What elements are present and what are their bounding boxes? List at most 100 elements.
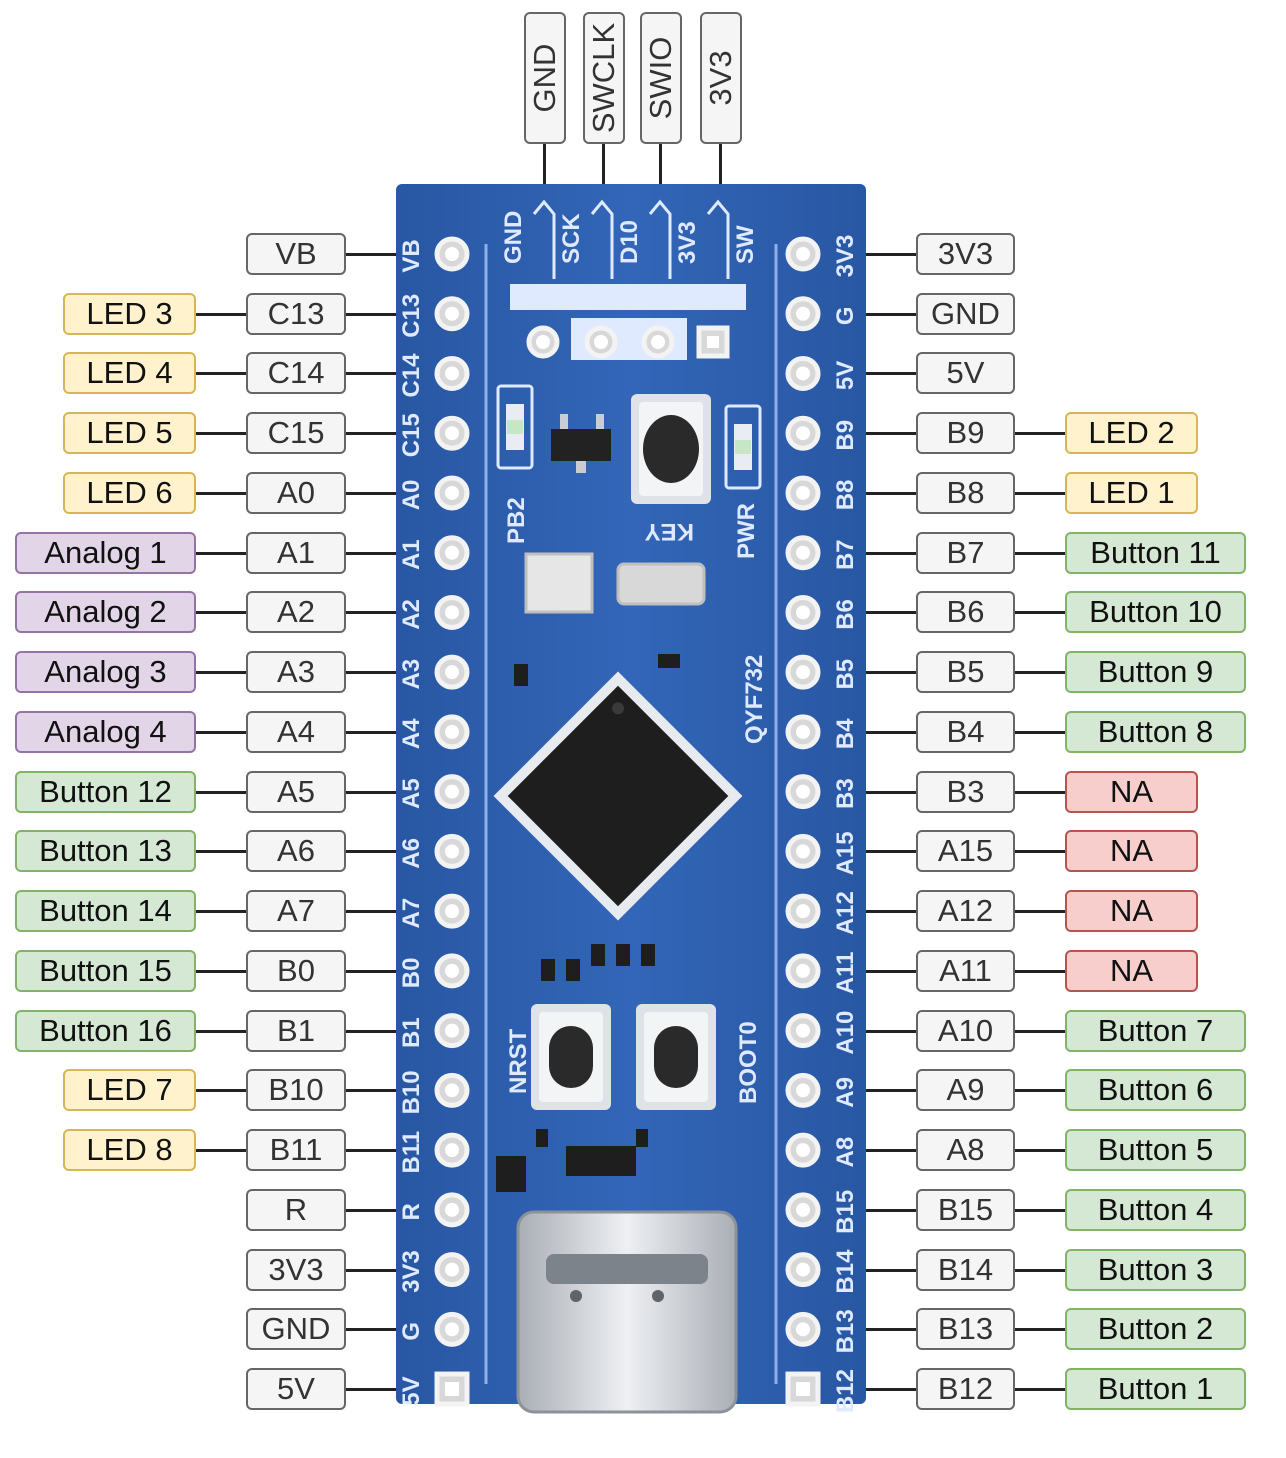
silk-d10: D10 bbox=[616, 220, 643, 264]
pin-connector-line bbox=[346, 492, 396, 495]
pin-connector-line bbox=[196, 731, 246, 734]
left-function-button-16: Button 16 bbox=[15, 1010, 196, 1052]
pin-connector-line bbox=[196, 492, 246, 495]
pin-silk-label: A12 bbox=[832, 891, 859, 935]
header-connector bbox=[719, 144, 722, 184]
pin-silk-label: 5V bbox=[832, 361, 859, 390]
right-function-na: NA bbox=[1065, 830, 1198, 872]
silk-gnd: GND bbox=[500, 211, 527, 264]
right-pin-label-b12: B12 bbox=[916, 1368, 1015, 1410]
left-function-led-8: LED 8 bbox=[63, 1129, 196, 1171]
left-function-led-3: LED 3 bbox=[63, 293, 196, 335]
pin-silk-label: B8 bbox=[832, 480, 859, 511]
pin-connector-line bbox=[866, 1030, 916, 1033]
pin-hole bbox=[437, 956, 467, 986]
pin-hole bbox=[437, 358, 467, 388]
pin-connector-line bbox=[1015, 970, 1065, 973]
pin-hole bbox=[788, 1255, 818, 1285]
pin-connector-line bbox=[346, 1328, 396, 1331]
right-function-led-2: LED 2 bbox=[1065, 412, 1198, 454]
pin-hole bbox=[788, 896, 818, 926]
left-function-button-14: Button 14 bbox=[15, 890, 196, 932]
pin-connector-line bbox=[346, 432, 396, 435]
pin-connector-line bbox=[866, 1149, 916, 1152]
pin-connector-line bbox=[866, 1089, 916, 1092]
right-function-na: NA bbox=[1065, 890, 1198, 932]
left-pin-label-5v: 5V bbox=[246, 1368, 346, 1410]
left-pin-label-r: R bbox=[246, 1189, 346, 1231]
left-pin-label-a2: A2 bbox=[246, 591, 346, 633]
pin-silk-label: A5 bbox=[398, 778, 425, 809]
pin-connector-line bbox=[196, 313, 246, 316]
header-pin-gnd: GND bbox=[524, 12, 566, 144]
left-pin-label-b10: B10 bbox=[246, 1069, 346, 1111]
pin-connector-line bbox=[346, 1149, 396, 1152]
pin-silk-label: 5V bbox=[398, 1376, 425, 1405]
left-pin-label-b11: B11 bbox=[246, 1129, 346, 1171]
pin-connector-line bbox=[196, 552, 246, 555]
pin-silk-label: G bbox=[832, 306, 859, 325]
right-pin-label-b7: B7 bbox=[916, 532, 1015, 574]
right-pin-label-a9: A9 bbox=[916, 1069, 1015, 1111]
pin-connector-line bbox=[866, 910, 916, 913]
left-function-led-6: LED 6 bbox=[63, 472, 196, 514]
left-pin-label-b1: B1 bbox=[246, 1010, 346, 1052]
pin-silk-label: B5 bbox=[832, 659, 859, 690]
nrst-button bbox=[531, 1004, 611, 1110]
pin-connector-line bbox=[346, 671, 396, 674]
pin-hole bbox=[437, 1075, 467, 1105]
pin-hole bbox=[788, 239, 818, 269]
right-pin-label-b3: B3 bbox=[916, 771, 1015, 813]
pin-silk-label: B3 bbox=[832, 778, 859, 809]
dev-board: GND SCK D10 3V3 SW PB2 bbox=[396, 184, 866, 1414]
pin-connector-line bbox=[1015, 910, 1065, 913]
pin-silk-label: A0 bbox=[398, 480, 425, 511]
pin-connector-line bbox=[1015, 1030, 1065, 1033]
pin-connector-line bbox=[346, 313, 396, 316]
pin-connector-line bbox=[346, 731, 396, 734]
silk-model: QYF732 bbox=[741, 655, 768, 744]
pin-hole bbox=[437, 836, 467, 866]
pin-connector-line bbox=[866, 1388, 916, 1391]
pin-connector-line bbox=[346, 970, 396, 973]
pin-connector-line bbox=[866, 313, 916, 316]
pin-hole bbox=[788, 1135, 818, 1165]
right-pin-label-a12: A12 bbox=[916, 890, 1015, 932]
pin-hole bbox=[437, 1255, 467, 1285]
pin-connector-line bbox=[346, 253, 396, 256]
pin-connector-line bbox=[196, 432, 246, 435]
pin-connector-line bbox=[196, 910, 246, 913]
pin-hole bbox=[788, 1075, 818, 1105]
header-pin-label: SWCLK bbox=[586, 23, 622, 133]
right-pin-label-gnd: GND bbox=[916, 293, 1015, 335]
pin-hole bbox=[788, 299, 818, 329]
pin-connector-line bbox=[866, 611, 916, 614]
pin-hole bbox=[437, 657, 467, 687]
pin-connector-line bbox=[1015, 731, 1065, 734]
left-pin-label-a1: A1 bbox=[246, 532, 346, 574]
left-function-button-12: Button 12 bbox=[15, 771, 196, 813]
pin-hole bbox=[788, 538, 818, 568]
pin-silk-label: A8 bbox=[832, 1137, 859, 1168]
pin-connector-line bbox=[346, 552, 396, 555]
pin-connector-line bbox=[346, 611, 396, 614]
left-function-button-15: Button 15 bbox=[15, 950, 196, 992]
crystal-1 bbox=[526, 554, 592, 612]
pin-connector-line bbox=[346, 1030, 396, 1033]
pin-hole bbox=[437, 478, 467, 508]
header-pin-label: SWIO bbox=[643, 37, 679, 120]
pin-connector-line bbox=[346, 1269, 396, 1272]
right-function-button-8: Button 8 bbox=[1065, 711, 1246, 753]
pin-connector-line bbox=[346, 910, 396, 913]
right-pin-label-b6: B6 bbox=[916, 591, 1015, 633]
pin-connector-line bbox=[866, 253, 916, 256]
pin-silk-label: B6 bbox=[832, 599, 859, 630]
left-function-led-7: LED 7 bbox=[63, 1069, 196, 1111]
silk-sck: SCK bbox=[558, 213, 585, 264]
silk-nrst: NRST bbox=[505, 1028, 532, 1094]
right-function-button-3: Button 3 bbox=[1065, 1249, 1246, 1291]
pin-connector-line bbox=[196, 850, 246, 853]
right-pin-label-b13: B13 bbox=[916, 1308, 1015, 1350]
pin-connector-line bbox=[1015, 552, 1065, 555]
